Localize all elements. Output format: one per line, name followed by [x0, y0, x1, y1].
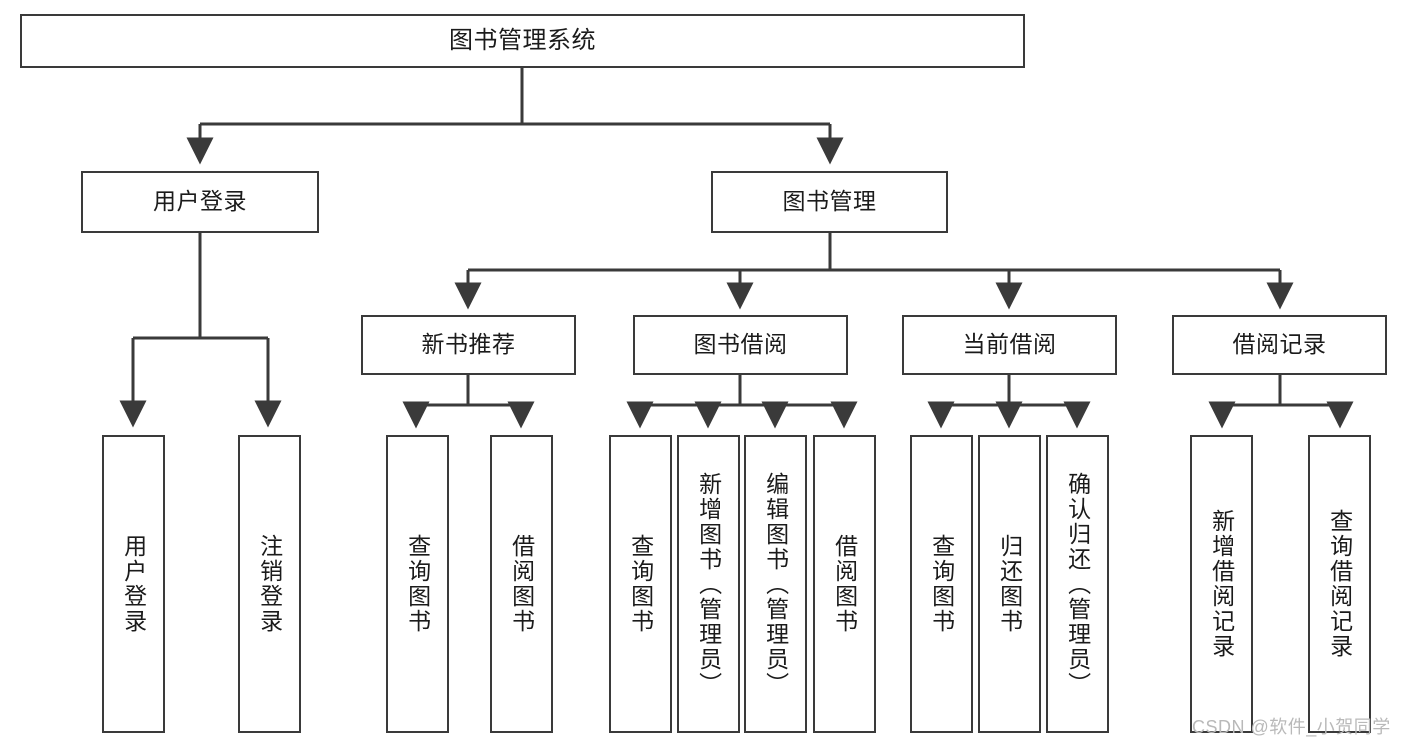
node-book-manage-label: 图书管理	[782, 188, 877, 215]
node-leaf-borrow-book-2-label: 借阅图书	[831, 534, 858, 634]
node-book-borrow-label: 图书借阅	[693, 331, 788, 358]
node-leaf-borrow-book-1-label: 借阅图书	[508, 534, 535, 634]
node-user-login-label: 用户登录	[153, 188, 247, 215]
node-leaf-user-login-label: 用户登录	[120, 534, 147, 634]
node-leaf-query-record-label: 查询借阅记录	[1326, 509, 1353, 659]
node-leaf-confirm-return[interactable]: 确认归还（管理员）	[1046, 435, 1109, 733]
node-leaf-borrow-book-2[interactable]: 借阅图书	[813, 435, 876, 733]
node-leaf-query-book-3[interactable]: 查询图书	[910, 435, 973, 733]
node-leaf-add-record[interactable]: 新增借阅记录	[1190, 435, 1253, 733]
node-leaf-user-login[interactable]: 用户登录	[102, 435, 165, 733]
node-leaf-return-book-label: 归还图书	[996, 534, 1023, 634]
node-leaf-query-book-1[interactable]: 查询图书	[386, 435, 449, 733]
node-leaf-query-book-2-label: 查询图书	[627, 534, 654, 634]
node-leaf-add-book-label: 新增图书（管理员）	[695, 471, 722, 697]
node-leaf-query-book-2[interactable]: 查询图书	[609, 435, 672, 733]
node-leaf-user-logout-label: 注销登录	[256, 534, 283, 634]
node-leaf-query-book-1-label: 查询图书	[404, 534, 431, 634]
node-leaf-edit-book-label: 编辑图书（管理员）	[762, 471, 789, 697]
node-borrow-record-label: 借阅记录	[1232, 331, 1327, 358]
node-leaf-query-book-3-label: 查询图书	[928, 534, 955, 634]
node-root-label: 图书管理系统	[449, 26, 596, 54]
node-new-book-recommend-label: 新书推荐	[421, 331, 516, 358]
node-leaf-add-book[interactable]: 新增图书（管理员）	[677, 435, 740, 733]
node-leaf-add-record-label: 新增借阅记录	[1208, 509, 1235, 659]
node-new-book-recommend[interactable]: 新书推荐	[361, 315, 576, 375]
node-root[interactable]: 图书管理系统	[20, 14, 1025, 68]
node-borrow-record[interactable]: 借阅记录	[1172, 315, 1387, 375]
node-book-borrow[interactable]: 图书借阅	[633, 315, 848, 375]
node-leaf-user-logout[interactable]: 注销登录	[238, 435, 301, 733]
node-leaf-edit-book[interactable]: 编辑图书（管理员）	[744, 435, 807, 733]
node-leaf-borrow-book-1[interactable]: 借阅图书	[490, 435, 553, 733]
node-leaf-return-book[interactable]: 归还图书	[978, 435, 1041, 733]
node-user-login[interactable]: 用户登录	[81, 171, 319, 233]
node-current-borrow-label: 当前借阅	[962, 331, 1057, 358]
node-leaf-confirm-return-label: 确认归还（管理员）	[1064, 471, 1091, 697]
node-book-manage[interactable]: 图书管理	[711, 171, 948, 233]
node-current-borrow[interactable]: 当前借阅	[902, 315, 1117, 375]
node-leaf-query-record[interactable]: 查询借阅记录	[1308, 435, 1371, 733]
